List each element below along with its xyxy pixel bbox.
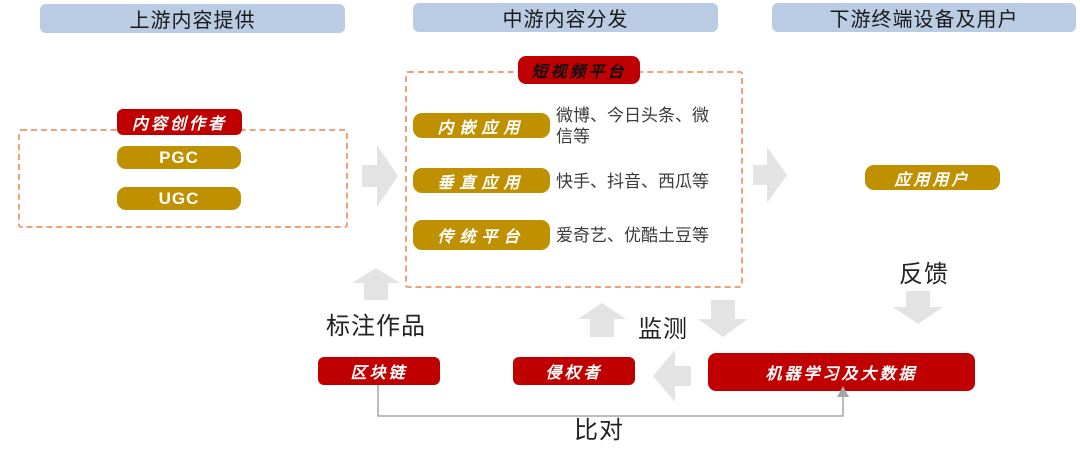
annotate-works-label: 标注作品 <box>326 313 426 340</box>
arrow-left-icon <box>653 350 691 402</box>
arrow-up-icon <box>352 268 400 300</box>
creators-group-box <box>18 129 348 228</box>
compare-label: 比对 <box>574 417 624 444</box>
arrow-up-icon <box>578 303 626 337</box>
compare-connector-line <box>377 385 849 417</box>
vertical-apps-box: 垂直应用 <box>413 168 550 193</box>
embedded-apps-box: 内嵌应用 <box>413 113 550 138</box>
platform-title-box: 短视频平台 <box>518 56 640 84</box>
embedded-apps-examples: 微博、今日头条、微信等 <box>556 106 709 146</box>
pgc-box: PGC <box>117 146 241 169</box>
lane-header-downstream: 下游终端设备及用户 <box>772 3 1076 32</box>
arrow-down-icon <box>893 291 943 324</box>
creators-title-box: 内容创作者 <box>117 109 242 135</box>
arrow-right-icon <box>362 145 398 207</box>
ugc-box: UGC <box>117 187 241 210</box>
traditional-platforms-box: 传统平台 <box>413 220 550 250</box>
ml-bigdata-box: 机器学习及大数据 <box>708 353 975 391</box>
lane-header-midstream: 中游内容分发 <box>413 3 718 32</box>
feedback-label: 反馈 <box>899 261 949 288</box>
app-users-box: 应用用户 <box>865 165 1000 190</box>
arrow-down-icon <box>698 300 748 337</box>
monitor-label: 监测 <box>638 316 688 343</box>
blockchain-box: 区块链 <box>318 357 440 385</box>
arrow-right-icon <box>753 147 787 203</box>
infringer-box: 侵权者 <box>513 357 635 385</box>
vertical-apps-examples: 快手、抖音、西瓜等 <box>556 172 709 191</box>
lane-header-upstream: 上游内容提供 <box>40 4 345 33</box>
traditional-platforms-examples: 爱奇艺、优酷土豆等 <box>556 226 709 245</box>
